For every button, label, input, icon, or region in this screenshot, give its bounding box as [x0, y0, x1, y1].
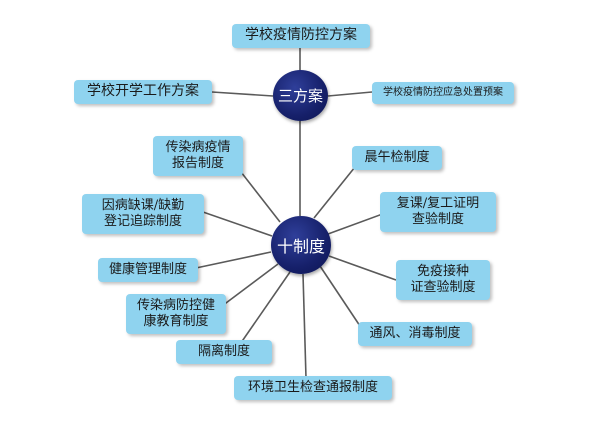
plan-label: 学校疫情防控应急处置预案: [383, 86, 503, 98]
connector-system-7: [221, 263, 279, 307]
system-label-line1: 复课/复工证明: [396, 195, 480, 211]
system-label: 环境卫生检查通报制度: [247, 379, 378, 395]
system-isolation: 隔离制度: [176, 340, 272, 364]
plan-label: 学校疫情防控方案: [245, 27, 357, 44]
system-label-line1: 传染病防控健: [136, 297, 215, 313]
system-absence-tracking: 因病缺课/缺勤 登记追踪制度: [82, 194, 204, 234]
connector-plan-right: [327, 91, 373, 97]
system-return-certificate: 复课/复工证明 查验制度: [380, 192, 496, 232]
system-health-education: 传染病防控健 康教育制度: [126, 294, 226, 334]
system-label-line1: 传染病疫情: [165, 139, 231, 155]
plan-school-epidemic: 学校疫情防控方案: [232, 24, 370, 48]
system-label-line1: 免疫接种: [416, 263, 469, 279]
system-label: 隔离制度: [197, 343, 250, 359]
system-epidemic-report: 传染病疫情 报告制度: [153, 136, 243, 176]
system-label-line2: 证查验制度: [410, 280, 476, 295]
connector-system-5: [195, 251, 272, 269]
system-health-management: 健康管理制度: [98, 258, 198, 282]
connector-system-2: [313, 166, 356, 219]
system-morning-check: 晨午检制度: [352, 146, 442, 170]
plan-school-opening: 学校开学工作方案: [74, 80, 212, 104]
system-label-line2: 查验制度: [411, 212, 464, 227]
connector-plan-left: [211, 91, 274, 97]
connector-system-4: [327, 211, 389, 235]
system-label: 通风、消毒制度: [369, 325, 461, 341]
hub-systems: 十制度: [271, 216, 331, 274]
system-label-line1: 因病缺课/缺勤: [101, 197, 185, 213]
hub-label: 三方案: [277, 87, 323, 105]
system-label: 健康管理制度: [108, 261, 187, 277]
system-ventilation-disinfection: 通风、消毒制度: [358, 322, 472, 346]
system-label-line2: 报告制度: [171, 156, 224, 171]
connector-system-1: [240, 171, 281, 223]
connector-system-6: [328, 255, 397, 281]
system-label-line2: 康教育制度: [143, 314, 209, 329]
system-label: 晨午检制度: [364, 149, 430, 165]
plan-label: 学校开学工作方案: [87, 83, 199, 100]
system-label-line2: 登记追踪制度: [103, 214, 182, 229]
plan-emergency-response: 学校疫情防控应急处置预案: [372, 82, 514, 104]
hub-plans: 三方案: [273, 70, 328, 121]
hub-label: 十制度: [276, 237, 325, 256]
system-vaccination-check: 免疫接种 证查验制度: [396, 260, 490, 300]
connector-system-10: [302, 273, 307, 379]
connector-system-8: [319, 265, 361, 327]
system-sanitation-inspection: 环境卫生检查通报制度: [234, 376, 392, 400]
connector-system-9: [235, 271, 291, 351]
connector-system-3: [202, 211, 273, 237]
